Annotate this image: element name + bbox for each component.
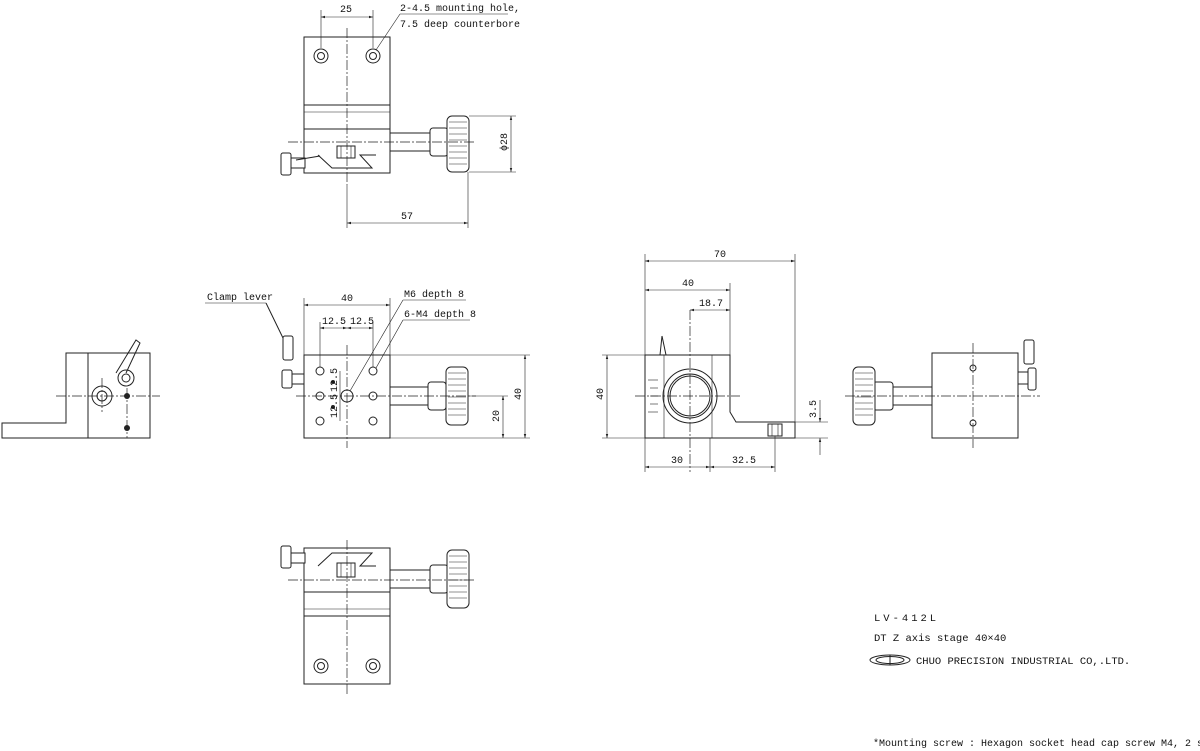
rear-view bbox=[845, 339, 1040, 448]
dim-12-5-c: 12.5 bbox=[330, 368, 341, 392]
m4-label: 6-M4 depth 8 bbox=[404, 309, 476, 321]
model-number: LV-412L bbox=[874, 613, 939, 625]
dim-12-5-a: 12.5 bbox=[322, 317, 346, 328]
mounting-hole-label-1: 2-4.5 mounting hole, bbox=[400, 3, 520, 15]
product-description: DT Z axis stage 40×40 bbox=[874, 633, 1006, 645]
dim-57: 57 bbox=[401, 212, 413, 223]
end-view: 70 40 18.7 40 3.5 30 32.5 bbox=[596, 250, 828, 472]
dim-3-5: 3.5 bbox=[809, 400, 820, 418]
dim-20: 20 bbox=[492, 410, 503, 422]
clamp-lever-label: Clamp lever bbox=[207, 292, 273, 304]
dim-40-end: 40 bbox=[682, 279, 694, 290]
dim-12-5-d: 12.5 bbox=[330, 394, 341, 418]
front-view: Clamp lever 40 12.5 bbox=[205, 289, 530, 448]
dim-40-front: 40 bbox=[341, 294, 353, 305]
mounting-screw-note: *Mounting screw : Hexagon socket head ca… bbox=[873, 738, 1200, 750]
left-side-view bbox=[1, 339, 160, 439]
dim-32-5: 32.5 bbox=[732, 456, 756, 467]
title-block: LV-412L DT Z axis stage 40×40 CHUO PRECI… bbox=[869, 613, 1130, 668]
dim-70: 70 bbox=[714, 250, 726, 261]
company-name: CHUO PRECISION INDUSTRIAL CO,.LTD. bbox=[916, 656, 1130, 668]
bottom-view bbox=[280, 540, 476, 694]
dim-40-end-height: 40 bbox=[596, 388, 607, 400]
top-view: 25 2-4.5 mounting hole, 7.5 deep counter… bbox=[280, 3, 520, 228]
m6-label: M6 depth 8 bbox=[404, 289, 464, 301]
dim-40-height: 40 bbox=[514, 388, 525, 400]
dim-12-5-b: 12.5 bbox=[350, 317, 374, 328]
company-logo-icon bbox=[869, 654, 911, 666]
dim-phi28: ϕ28 bbox=[499, 133, 511, 151]
dim-18-7: 18.7 bbox=[699, 299, 723, 310]
dim-25: 25 bbox=[340, 5, 352, 16]
dim-30: 30 bbox=[671, 456, 683, 467]
mounting-hole-label-2: 7.5 deep counterbore bbox=[400, 19, 520, 31]
